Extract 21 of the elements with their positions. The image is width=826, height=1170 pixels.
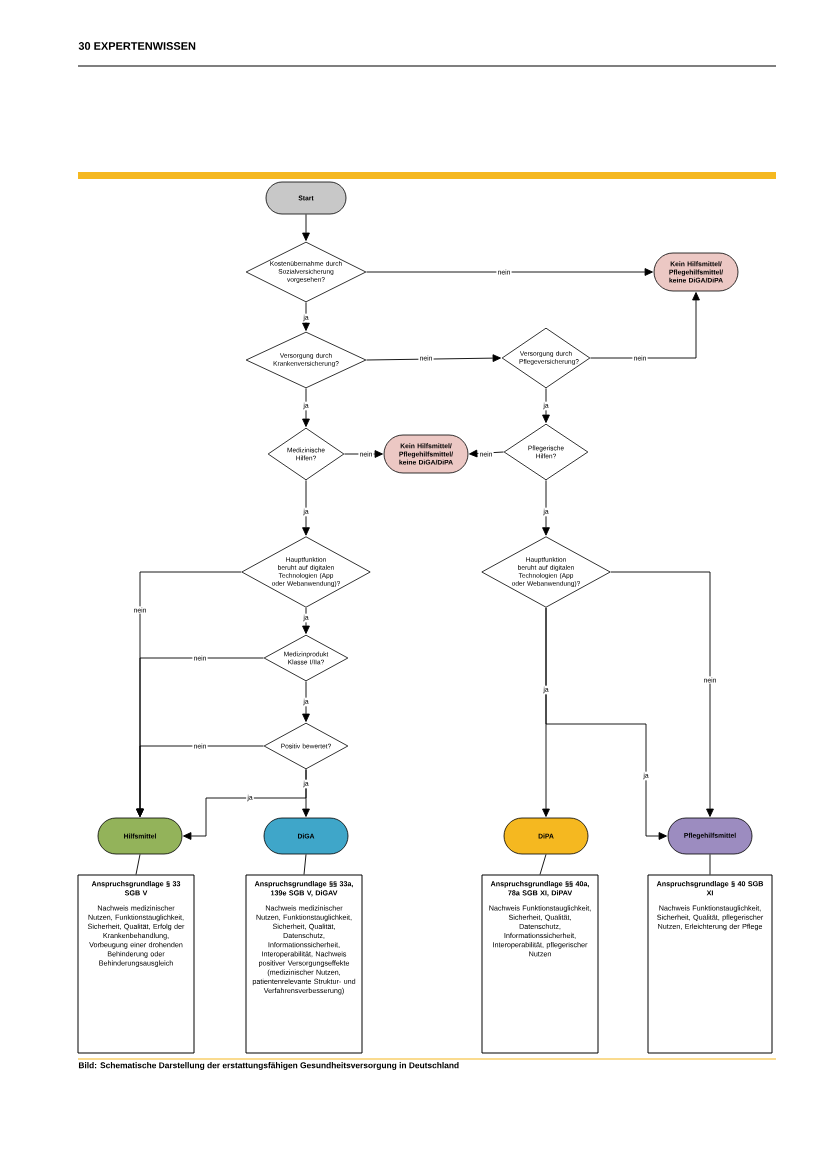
connector-line: [539, 853, 547, 875]
arrow: [302, 387, 310, 427]
arrow: [589, 292, 700, 359]
arrow: [469, 449, 505, 458]
connector-line: [303, 853, 307, 875]
arrow: [542, 387, 550, 423]
arrow: [542, 479, 550, 536]
arrow: [302, 213, 310, 241]
arrow: [302, 680, 310, 722]
arrow: [183, 768, 307, 840]
arrow: [136, 745, 265, 817]
connector-line: [709, 853, 711, 875]
arrow: [302, 607, 310, 634]
arrow: [302, 301, 310, 331]
connector-line: [135, 853, 141, 875]
arrow: [343, 450, 383, 458]
arrow: [365, 354, 501, 362]
arrow: [610, 571, 714, 817]
arrow: [545, 607, 667, 840]
arrow: [365, 268, 653, 276]
arrow: [302, 479, 310, 536]
